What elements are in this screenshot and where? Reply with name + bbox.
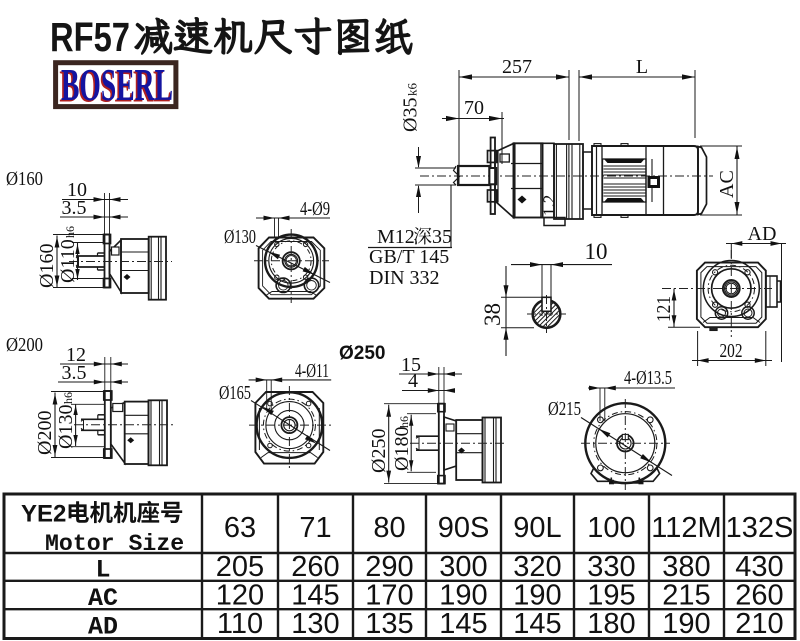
svg-text:10: 10 [67,179,87,201]
svg-text:145: 145 [513,608,561,640]
svg-text:15: 15 [401,354,421,376]
svg-text:145: 145 [439,608,487,640]
svg-text:h6: h6 [63,226,77,238]
svg-text:1.2: 1.2 [540,195,559,216]
svg-text:4: 4 [408,370,418,392]
svg-text:RF57: RF57 [50,14,130,60]
svg-text:80: 80 [373,512,405,544]
svg-text:M12: M12 [377,226,415,248]
svg-text:90L: 90L [513,512,561,544]
svg-text:170: 170 [365,580,413,612]
svg-text:38: 38 [480,303,505,326]
svg-text:130: 130 [291,608,339,640]
svg-text:BOSERL: BOSERL [61,59,173,110]
svg-text:71: 71 [299,512,331,544]
svg-text:190: 190 [513,580,561,612]
svg-text:Ø130: Ø130 [55,405,77,449]
svg-text:AC: AC [88,584,118,613]
svg-text:90S: 90S [438,512,490,544]
svg-text:190: 190 [439,580,487,612]
svg-text:4-Ø9: 4-Ø9 [300,198,330,220]
svg-text:Ø165: Ø165 [219,382,251,404]
svg-text:Motor Size: Motor Size [45,531,184,557]
svg-text:L: L [636,56,648,78]
svg-text:215: 215 [662,580,710,612]
svg-text:202: 202 [720,340,743,362]
svg-text:h6: h6 [61,392,75,404]
svg-text:300: 300 [439,551,487,583]
svg-text:k6: k6 [405,83,420,97]
svg-text:210: 210 [735,608,783,640]
svg-text:Ø130: Ø130 [224,226,256,248]
svg-text:Ø250: Ø250 [368,429,390,473]
svg-text:35: 35 [432,226,452,248]
svg-text:Ø160: Ø160 [36,244,58,288]
svg-text:260: 260 [735,580,783,612]
svg-text:Ø110: Ø110 [57,239,79,283]
svg-text:AD: AD [88,613,118,641]
svg-text:63: 63 [224,512,256,544]
svg-text:Ø35: Ø35 [400,98,422,132]
svg-text:100: 100 [587,512,635,544]
svg-text:Ø200: Ø200 [34,411,56,455]
svg-text:121: 121 [653,296,675,322]
svg-text:205: 205 [216,551,264,583]
svg-text:3.5: 3.5 [62,197,87,219]
svg-text:AD: AD [748,223,777,245]
svg-text:380: 380 [662,551,710,583]
svg-text:GB/T 145: GB/T 145 [369,246,449,268]
svg-text:Ø200: Ø200 [6,334,43,356]
svg-text:135: 135 [365,608,413,640]
svg-text:180: 180 [587,608,635,640]
svg-text:112M: 112M [651,512,721,544]
svg-text:120: 120 [216,580,264,612]
svg-text:132S: 132S [726,512,794,544]
svg-text:430: 430 [735,551,783,583]
svg-text:YE2: YE2 [21,501,66,528]
svg-text:DIN 332: DIN 332 [369,267,440,289]
svg-text:70: 70 [464,97,484,119]
svg-text:Ø180: Ø180 [391,427,413,471]
svg-text:h6: h6 [397,416,411,428]
svg-text:Ø250: Ø250 [339,343,385,364]
svg-text:Ø160: Ø160 [6,168,43,190]
svg-text:3.5: 3.5 [62,362,87,384]
svg-text:4-Ø13.5: 4-Ø13.5 [624,367,672,389]
svg-text:4-Ø11: 4-Ø11 [295,360,329,382]
svg-text:110: 110 [217,608,263,640]
svg-text:145: 145 [291,580,339,612]
svg-text:320: 320 [513,551,561,583]
svg-text:12: 12 [66,344,86,366]
svg-text:10: 10 [585,239,608,264]
svg-text:195: 195 [587,580,635,612]
svg-text:260: 260 [291,551,339,583]
svg-text:Ø215: Ø215 [548,398,581,420]
svg-text:L: L [95,556,110,585]
svg-text:190: 190 [662,608,710,640]
svg-text:257: 257 [502,56,532,78]
svg-text:AC: AC [716,170,738,198]
svg-text:290: 290 [365,551,413,583]
svg-text:BOSERL: BOSERL [59,60,171,111]
svg-text:330: 330 [587,551,635,583]
